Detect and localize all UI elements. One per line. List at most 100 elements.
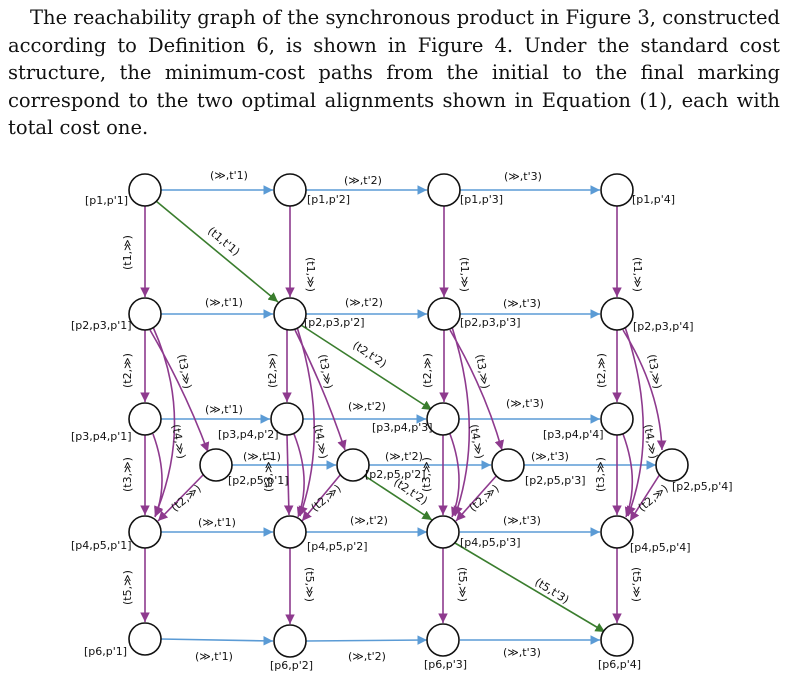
edge-label: (t3,≫): [473, 353, 492, 390]
node-label: [p6,p'4]: [598, 658, 641, 671]
edge-log-move: [449, 433, 461, 518]
state-node: [273, 173, 307, 207]
edge-label: (≫,t'3): [503, 297, 541, 310]
node-label: [p6,p'1]: [84, 645, 127, 658]
edge-label: (t2,≫): [309, 482, 344, 514]
edge-label: (t4,≫): [467, 423, 486, 460]
reachability-graph: [p1,p'1] [p1,p'2] [p1,p'3] [p1,p'4] [p2,…: [71, 169, 733, 672]
log-move-edges: [140, 206, 667, 624]
edge-label: (t4,≫): [641, 423, 660, 460]
edge-label: (≫,t'2): [344, 174, 382, 187]
state-node: [427, 297, 461, 331]
edge-model-move: [159, 636, 274, 646]
edge-label: (t3,≫): [175, 353, 194, 390]
state-node: [273, 297, 307, 331]
edge-label: (≫,t'3): [506, 397, 544, 410]
state-node: [426, 515, 460, 549]
state-node: [426, 623, 460, 657]
edge-log-move: [283, 434, 294, 516]
node-label: [p2,p3,p'3]: [460, 316, 521, 329]
edge-label: (≫,t'3): [503, 646, 541, 659]
state-node: [426, 402, 460, 436]
edge-label: (t1,t'1): [205, 224, 242, 258]
state-node: [600, 297, 634, 331]
state-node: [273, 515, 307, 549]
state-node: [270, 402, 304, 436]
node-label: [p2,p5,p'3]: [525, 474, 586, 487]
edge-label: (t2,t'2): [350, 339, 389, 371]
edge-label: (t5,≫): [303, 567, 316, 602]
state-node: [128, 173, 162, 207]
edge-log-move: [455, 473, 499, 522]
state-labels: [p1,p'1] [p1,p'2] [p1,p'3] [p1,p'4] [p2,…: [71, 193, 733, 672]
state-node: [427, 173, 461, 207]
edge-sync-move: [155, 200, 279, 303]
node-label: [p1,p'3]: [460, 193, 503, 206]
node-label: [p4,p5,p'4]: [630, 541, 691, 554]
edge-log-move: [293, 433, 306, 518]
edge-log-move: [152, 326, 176, 517]
edge-label: (t3,≫): [645, 353, 664, 390]
node-label: [p1,p'1]: [85, 194, 128, 207]
node-label: [p3,p4,p'1]: [71, 430, 132, 443]
edge-label: (t5,≫): [121, 570, 134, 605]
edge-label: (t1,≫): [458, 257, 471, 292]
edge-sync-move: [300, 324, 433, 411]
node-label: [p2,p5,p'2]: [365, 468, 426, 481]
edge-label: (t2,≫): [467, 482, 502, 514]
node-label: [p3,p4,p'3]: [372, 421, 433, 434]
state-node: [491, 448, 525, 482]
edge-sync-move: [364, 475, 433, 521]
edge-label: (t4,≫): [169, 423, 188, 460]
edge-label: (t2,≫): [421, 353, 434, 388]
node-label: [p4,p5,p'1]: [71, 539, 132, 552]
edge-log-move: [301, 473, 342, 522]
edge-log-move: [451, 326, 471, 517]
edge-label: (t3,≫): [316, 353, 335, 390]
node-label: [p3,p4,p'4]: [543, 428, 604, 441]
edge-label: (≫,t'2): [348, 400, 386, 413]
state-node: [199, 448, 233, 482]
edge-log-move: [629, 473, 661, 522]
edge-label: (t2,≫): [266, 353, 279, 388]
node-label: [p2,p3,p'1]: [71, 319, 132, 332]
edge-label: (≫,t'1): [198, 516, 236, 529]
edge-label: (≫,t'1): [205, 296, 243, 309]
edge-label: (t3,≫): [262, 457, 275, 492]
state-node: [600, 402, 634, 436]
edge-label: (≫,t'2): [345, 296, 383, 309]
state-node: [128, 402, 162, 436]
edge-label: (t2,≫): [121, 353, 134, 388]
node-label: [p3,p4,p'2]: [218, 428, 279, 441]
node-label: [p6,p'2]: [270, 659, 313, 672]
edge-log-move: [149, 329, 210, 453]
edge-label: (t3,≫): [594, 457, 607, 492]
edge-sync-move: [454, 542, 606, 633]
state-node: [655, 448, 689, 482]
edge-label: (≫,t'1): [205, 403, 243, 416]
state-node: [273, 624, 307, 658]
edge-label: (t1,≫): [304, 257, 317, 292]
edge-label: (t2,≫): [636, 482, 671, 514]
node-label: [p4,p5,p'3]: [460, 536, 521, 549]
edge-label: (t5,≫): [456, 567, 469, 602]
edge-log-move: [152, 433, 164, 518]
model-move-edges: [159, 185, 656, 646]
model-move-labels: (≫,t'1) (≫,t'2) (≫,t'3) (≫,t'1) (≫,t'2) …: [195, 169, 569, 663]
edge-model-move: [305, 635, 428, 645]
node-label: [p2,p3,p'4]: [633, 320, 694, 333]
edge-log-move: [622, 433, 634, 518]
edge-label: (t1,≫): [121, 235, 134, 270]
edge-label: (≫,t'1): [243, 450, 281, 463]
edge-log-move: [296, 326, 316, 517]
state-node: [336, 448, 370, 482]
edge-label: (t2,≫): [169, 482, 204, 514]
body-paragraph: The reachability graph of the synchronou…: [8, 6, 780, 139]
edge-label: (t5,≫): [630, 567, 643, 602]
node-label: [p2,p5,p'1]: [228, 474, 289, 487]
node-label: [p4,p5,p'2]: [307, 540, 368, 553]
state-node: [128, 297, 162, 331]
state-node: [600, 173, 634, 207]
edge-label: (≫,t'2): [348, 650, 386, 663]
edge-label: (≫,t'1): [195, 650, 233, 663]
